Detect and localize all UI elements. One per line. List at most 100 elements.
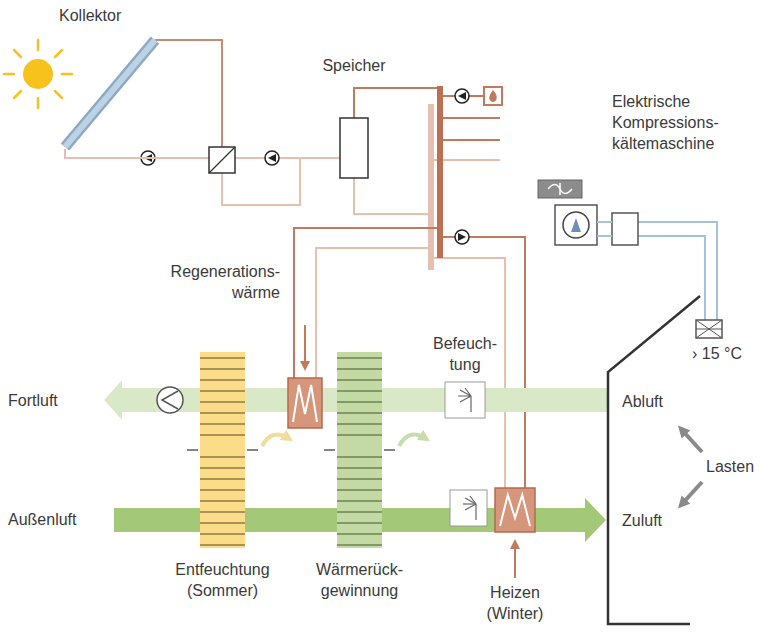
air-label: Abluft: [622, 392, 663, 413]
supply-branch: [443, 117, 500, 119]
heat-arrow: [304, 325, 306, 366]
wheel-channel: [200, 468, 245, 469]
wheel-channel: [200, 512, 245, 513]
return-manifold: [428, 104, 434, 270]
wheel-channel: [200, 380, 245, 381]
solar-collector: Kollektor: [55, 35, 167, 160]
humidifier: [450, 490, 487, 526]
wheel-channel: [200, 413, 245, 414]
flame: [489, 90, 497, 102]
pipe-connector: [167, 157, 340, 159]
node-label: Speicher: [304, 56, 404, 77]
heater-coil: [293, 385, 317, 422]
spray-nozzle: [463, 496, 476, 520]
compression-chiller: Elektrische Kompressions- kältemaschine: [535, 180, 640, 248]
wheel-axis: [247, 449, 258, 450]
heat-recovery-wheel: Wärmerück- gewinnung: [337, 352, 382, 548]
storage-pipe: [354, 88, 437, 118]
boiler: [484, 87, 502, 105]
wheel-channel: [337, 534, 382, 535]
wheel-channel: [337, 545, 382, 546]
wheel-channel: [337, 435, 382, 436]
wheel-channel: [200, 369, 245, 370]
heater-body: [288, 378, 322, 428]
wheel-channel: [337, 479, 382, 480]
fan-blade: [548, 183, 572, 195]
wheel-channel: [337, 391, 382, 392]
supply-manifold: [437, 86, 443, 258]
wheel-channel: [337, 369, 382, 370]
wheel-channel: [337, 413, 382, 414]
node-shape: [340, 118, 368, 178]
fan: [162, 391, 178, 409]
wheel-channel: [200, 457, 245, 458]
air-label: Zuluft: [622, 511, 662, 532]
regeneration-heater: Regenerations- wärme: [288, 378, 322, 428]
wheel-channel: [200, 545, 245, 546]
collector-panel: [65, 40, 155, 147]
node-shape: [288, 378, 322, 428]
wheel-channel: [337, 501, 382, 502]
node-label: Wärmerück- gewinnung: [307, 560, 412, 602]
node-label: Heizen (Winter): [475, 583, 555, 625]
spray-nozzle: [458, 388, 471, 412]
wheel-channel: [337, 523, 382, 524]
heater-coil: [500, 495, 530, 526]
node-shape: [200, 352, 245, 548]
node-shape: [445, 382, 485, 418]
heater-body: [495, 488, 535, 532]
heat-arrow: [514, 544, 516, 578]
wheel-channel: [200, 391, 245, 392]
wheel-body: [337, 352, 382, 548]
ceiling-outlet: [696, 320, 722, 338]
pump: [265, 151, 279, 165]
wheel-channel: [337, 358, 382, 359]
storage-return-pipe: [354, 178, 428, 214]
node-label: Kollektor: [59, 6, 159, 27]
condenser-fan: [538, 180, 582, 198]
refrigerant-pipe: [597, 222, 612, 236]
chilled-water-pipe: [638, 236, 705, 320]
wheel-channel: [200, 523, 245, 524]
air-label: Fortluft: [8, 391, 58, 412]
humidifier: Befeuch- tung: [445, 382, 485, 418]
wheel-body: [200, 352, 245, 548]
collector-panel: [65, 40, 155, 147]
node-label: Elektrische Kompressions- kältemaschine: [612, 92, 770, 154]
air-label: Außenluft: [8, 510, 76, 531]
supply-branch: [443, 139, 500, 141]
desiccant-wheel: Entfeuchtung (Sommer): [200, 352, 245, 548]
temperature-label: › 15 °C: [692, 344, 742, 365]
heat-exchanger: [209, 147, 235, 173]
node-shape: [337, 352, 382, 548]
storage-tank: Speicher: [340, 118, 368, 178]
wheel-channel: [337, 380, 382, 381]
rotation-arrow: [399, 434, 425, 446]
rotation-arrow: [262, 434, 288, 446]
wheel-channel: [337, 512, 382, 513]
wheel-axis: [187, 449, 198, 450]
wheel-channel: [200, 501, 245, 502]
sun: [4, 40, 72, 108]
heating-return-pipe: [431, 258, 505, 488]
compressor: [555, 205, 597, 245]
compressor: [563, 212, 589, 238]
node-label: Befeuch- tung: [430, 334, 500, 376]
wheel-channel: [200, 358, 245, 359]
node-shape: [495, 488, 535, 532]
humidifier-body: [445, 382, 485, 418]
load-label: Lasten: [706, 457, 754, 478]
wheel-axis: [384, 449, 395, 450]
wheel-channel: [200, 435, 245, 436]
wheel-channel: [337, 468, 382, 469]
chilled-water-pipe: [638, 222, 717, 320]
tank-body: [340, 118, 368, 178]
evaporator: [612, 213, 638, 245]
pump: [455, 89, 469, 103]
wheel-channel: [337, 490, 382, 491]
heat-exchanger: [209, 147, 235, 173]
wheel-channel: [200, 479, 245, 480]
wheel-channel: [200, 402, 245, 403]
wheel-channel: [337, 424, 382, 425]
